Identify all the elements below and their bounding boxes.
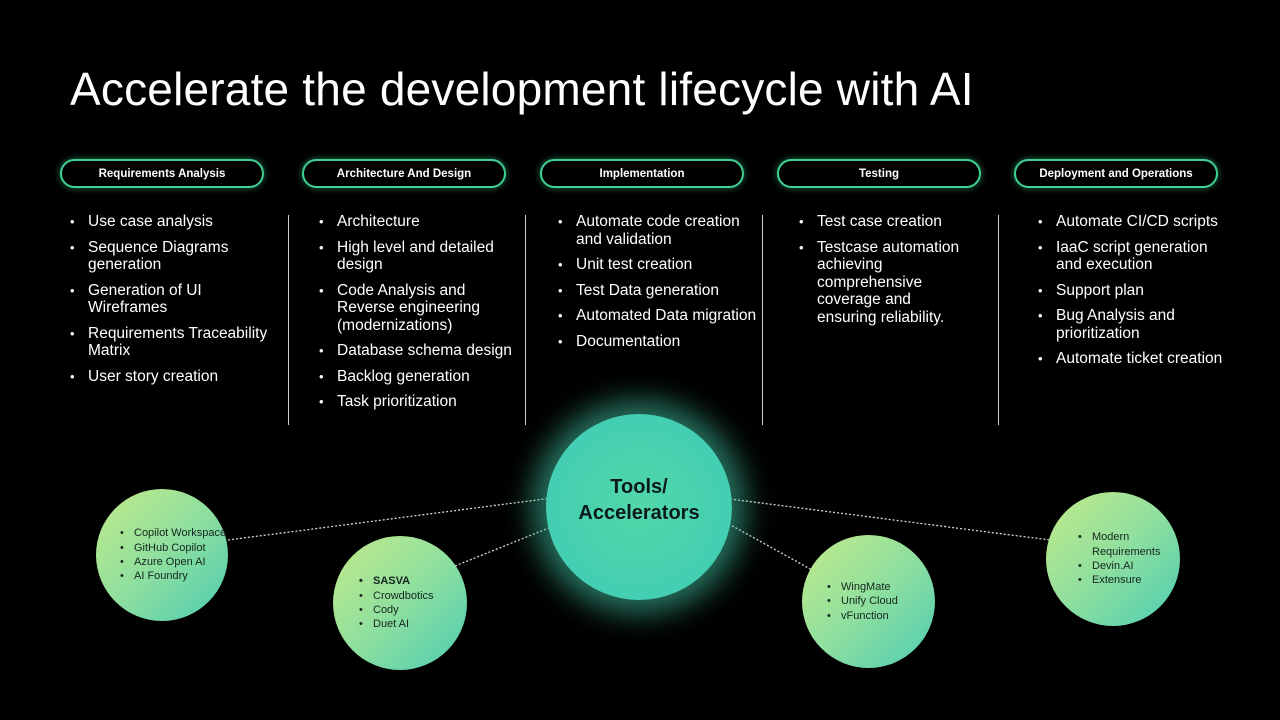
tool-item: vFunction: [825, 609, 898, 624]
phase-list-implementation: Automate code creation and validation Un…: [558, 213, 758, 358]
phase-list-architecture-and-design: Architecture High level and detailed des…: [319, 213, 519, 419]
column-divider: [525, 215, 526, 425]
tool-item: Azure Open AI: [118, 555, 226, 570]
column-divider: [288, 215, 289, 425]
list-item: Unit test creation: [558, 256, 758, 274]
tool-item: Modern Requirements: [1076, 530, 1166, 559]
list-item: Code Analysis and Reverse engineering (m…: [319, 282, 519, 335]
list-item: Requirements Traceability Matrix: [70, 325, 270, 360]
phase-pill-testing: Testing: [777, 159, 981, 188]
phase-list-requirements-analysis: Use case analysis Sequence Diagrams gene…: [70, 213, 270, 393]
page-title: Accelerate the development lifecycle wit…: [70, 63, 974, 115]
list-item: Use case analysis: [70, 213, 270, 231]
tool-item: Duet AI: [357, 617, 434, 632]
list-item: User story creation: [70, 368, 270, 386]
list-item: Backlog generation: [319, 368, 519, 386]
list-item: Task prioritization: [319, 393, 519, 411]
list-item: Documentation: [558, 333, 758, 351]
tool-item: Cody: [357, 603, 434, 618]
tool-item: Unify Cloud: [825, 594, 898, 609]
tools-accelerators-hub: Tools/ Accelerators: [546, 414, 732, 600]
phase-pill-deployment-and-operations: Deployment and Operations: [1014, 159, 1218, 188]
list-item: IaaC script generation and execution: [1038, 239, 1228, 274]
phase-list-testing: Test case creation Testcase automation a…: [799, 213, 974, 334]
tool-item: Devin.AI: [1076, 559, 1166, 574]
list-item: Sequence Diagrams generation: [70, 239, 270, 274]
column-divider: [762, 215, 763, 425]
tool-item: SASVA: [357, 574, 434, 589]
connector-line: [227, 496, 561, 541]
list-item: Architecture: [319, 213, 519, 231]
list-item: Testcase automation achieving comprehens…: [799, 239, 974, 327]
tool-item: Crowdbotics: [357, 589, 434, 604]
tool-item: WingMate: [825, 580, 898, 595]
tool-bubble-1: Copilot Workspace GitHub Copilot Azure O…: [96, 489, 228, 621]
phase-pill-architecture-and-design: Architecture And Design: [302, 159, 506, 188]
list-item: Automate code creation and validation: [558, 213, 758, 248]
list-item: High level and detailed design: [319, 239, 519, 274]
connector-line: [721, 497, 1051, 541]
tool-item: AI Foundry: [118, 569, 226, 584]
phase-list-deployment-and-operations: Automate CI/CD scripts IaaC script gener…: [1038, 213, 1228, 376]
column-divider: [998, 215, 999, 425]
connector-line: [717, 517, 813, 571]
list-item: Automated Data migration: [558, 307, 758, 325]
phase-pill-implementation: Implementation: [540, 159, 744, 188]
list-item: Test case creation: [799, 213, 974, 231]
list-item: Support plan: [1038, 282, 1228, 300]
list-item: Automate ticket creation: [1038, 350, 1228, 368]
list-item: Database schema design: [319, 342, 519, 360]
list-item: Test Data generation: [558, 282, 758, 300]
phase-pill-requirements-analysis: Requirements Analysis: [60, 159, 264, 188]
hub-label: Tools/ Accelerators: [578, 476, 700, 524]
tool-item: Extensure: [1076, 573, 1166, 588]
tool-item: GitHub Copilot: [118, 541, 226, 556]
list-item: Automate CI/CD scripts: [1038, 213, 1228, 231]
tool-item: Copilot Workspace: [118, 526, 226, 541]
list-item: Generation of UI Wireframes: [70, 282, 270, 317]
tool-bubble-2: SASVA Crowdbotics Cody Duet AI: [333, 536, 467, 670]
tool-bubble-3: WingMate Unify Cloud vFunction: [802, 535, 935, 668]
tool-bubble-4: Modern Requirements Devin.AI Extensure: [1046, 492, 1180, 626]
list-item: Bug Analysis and prioritization: [1038, 307, 1228, 342]
